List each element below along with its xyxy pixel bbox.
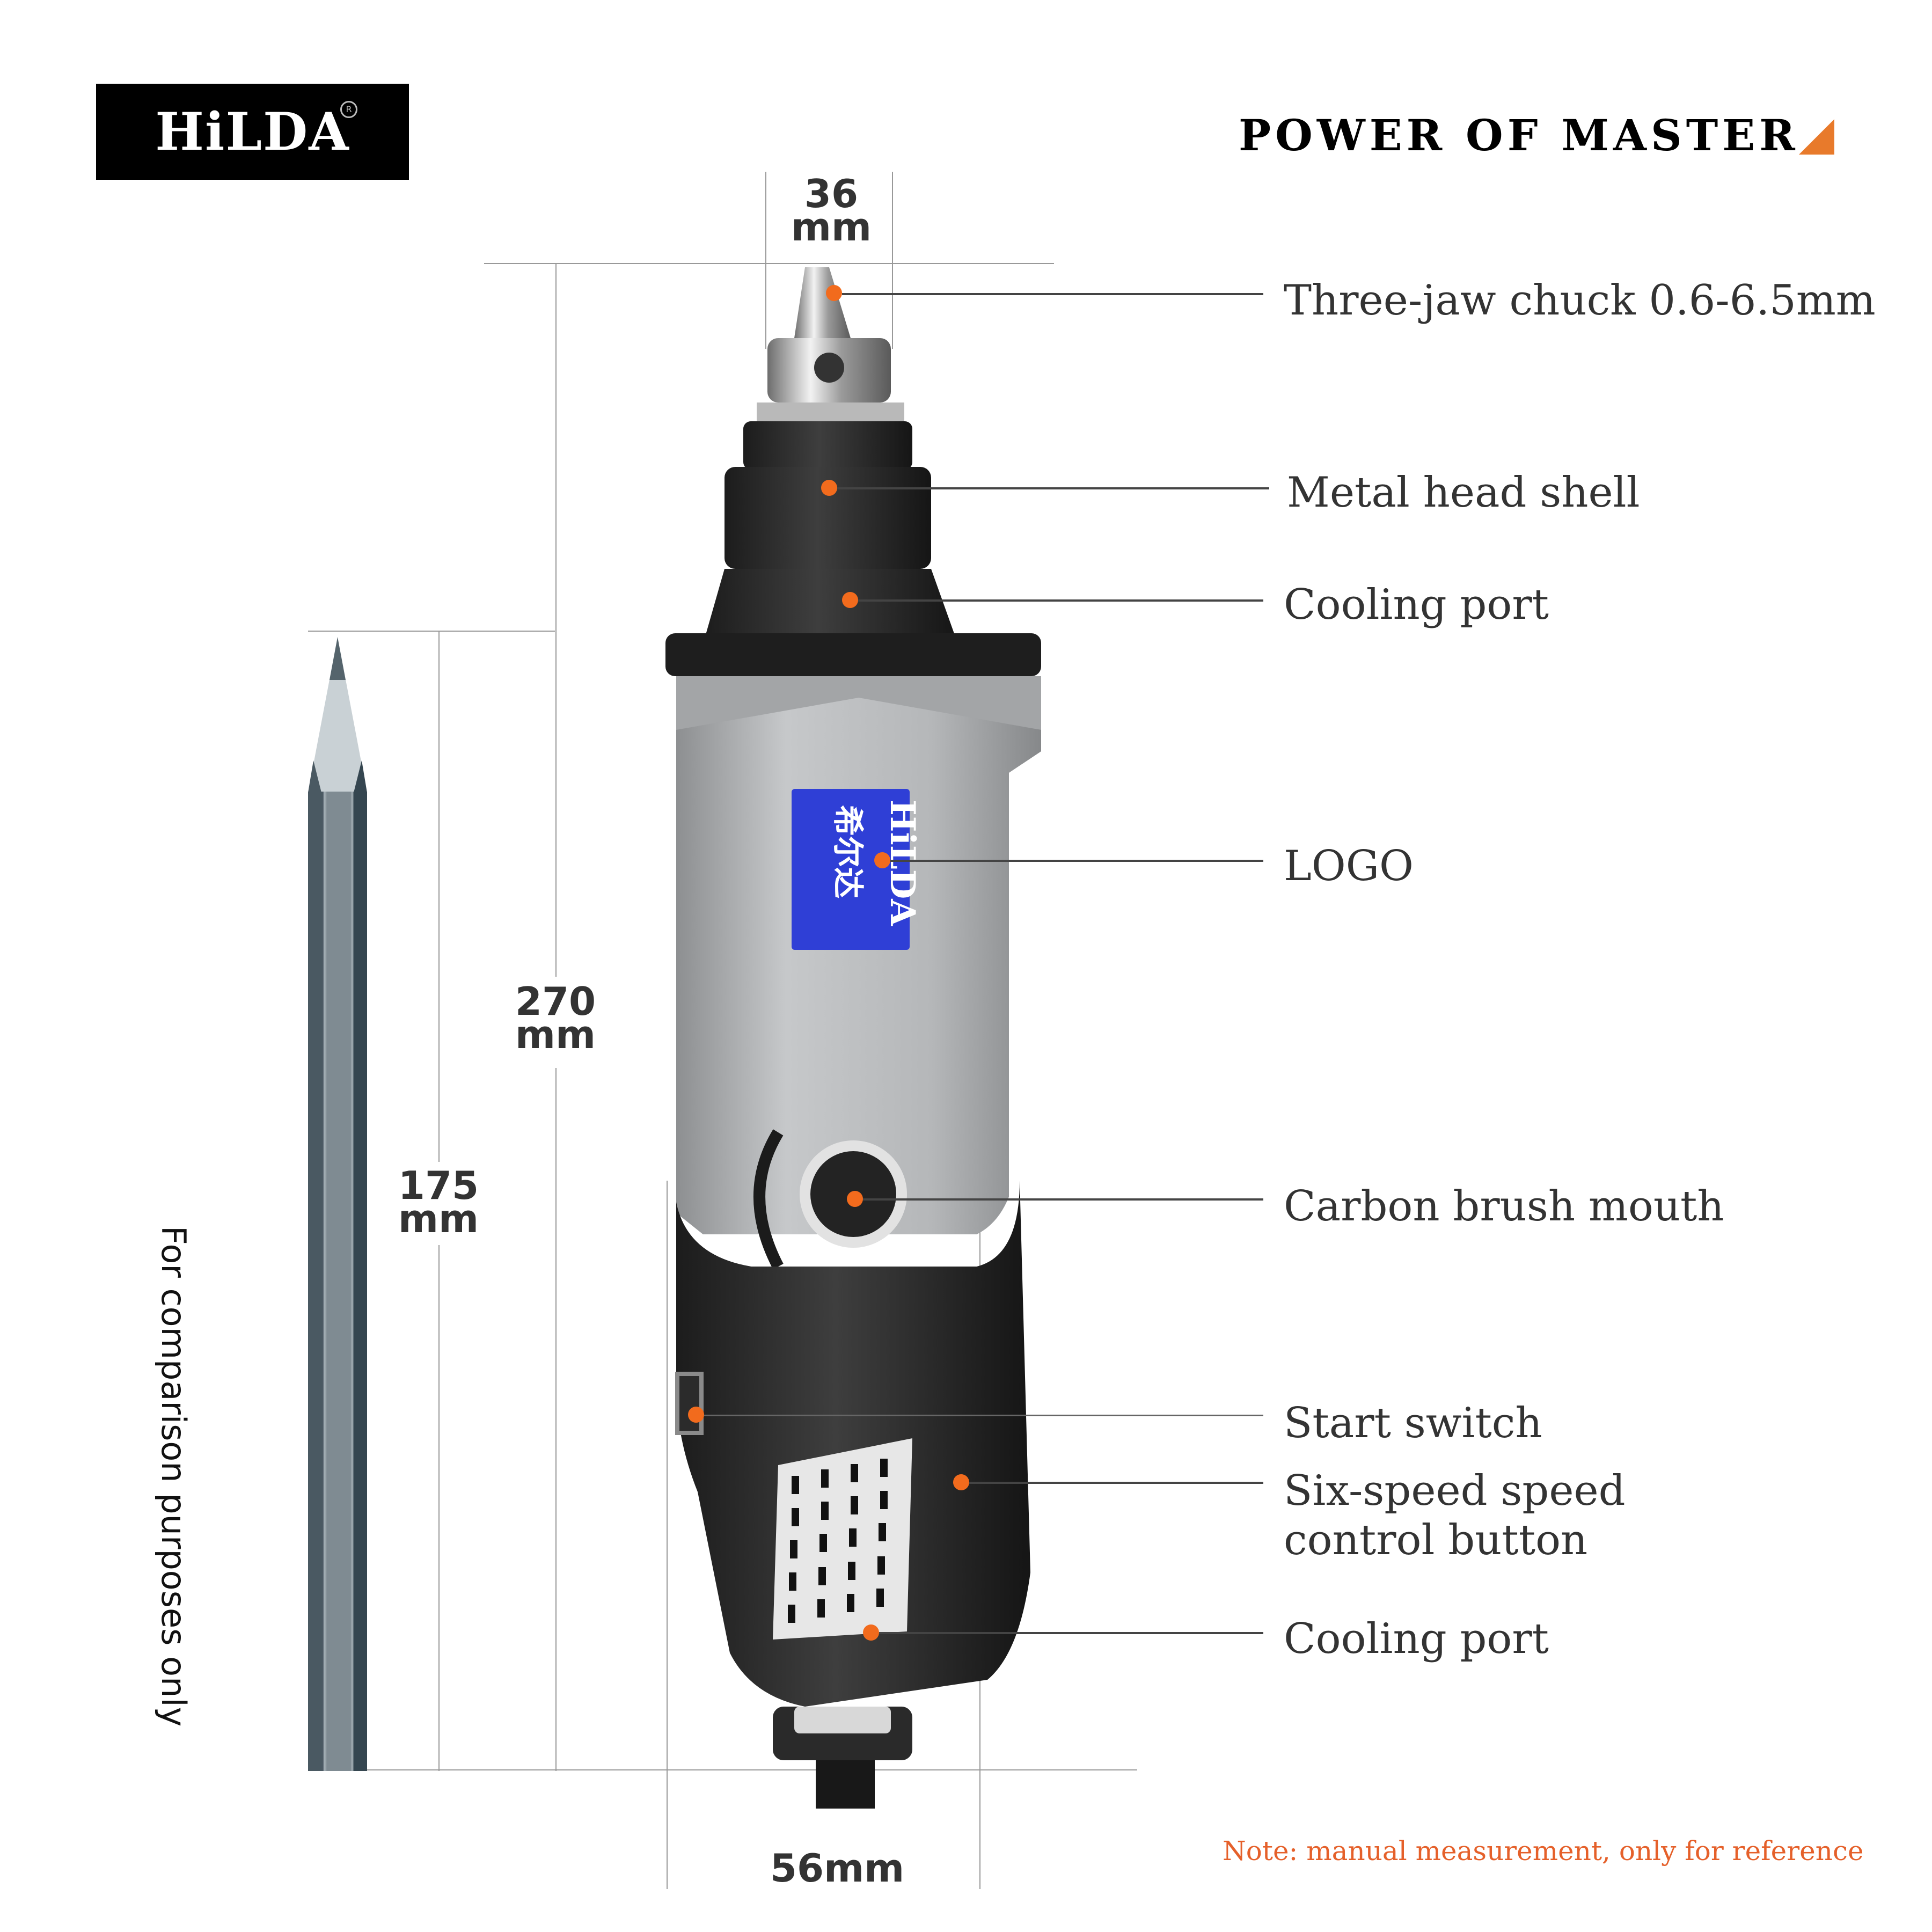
svg-text:希尔达: 希尔达 [830, 805, 866, 898]
callout-speed-control-line1: Six-speed speed [1284, 1467, 1626, 1515]
callout-dot-cooling-port-top [842, 592, 858, 608]
dim-pencil-value: 175 [398, 1163, 479, 1208]
dim-body-width: 56mm [770, 1846, 905, 1891]
dim-chuck-left [765, 172, 766, 349]
callout-dot-logo [874, 852, 890, 868]
comparison-note-text: For comparison purposes only [154, 1226, 193, 1727]
dim-chuck-unit: mm [791, 204, 872, 250]
callout-speed-control: Six-speed speed control button [1284, 1466, 1626, 1565]
comparison-note: For comparison purposes only [154, 1226, 225, 1762]
brand-logo-text: HiLDA [155, 101, 350, 162]
callout-dot-speed-control [953, 1474, 969, 1490]
dim-pencil-unit: mm [398, 1196, 479, 1241]
brand-logo: HiLDA R [96, 84, 409, 180]
pencil-body [308, 792, 367, 1771]
dim-total-line-upper [555, 263, 557, 977]
callout-logo: LOGO [1284, 842, 1414, 890]
leader-head-shell [837, 487, 1269, 489]
pencil-tip-icon [308, 637, 367, 793]
callout-dot-cooling-port-bottom [863, 1624, 879, 1641]
rotary-tool-illustration: HiLDA 希尔达 [665, 267, 1041, 1809]
dim-pencil-top-line [308, 631, 555, 632]
callout-dot-start-switch [688, 1407, 704, 1423]
callout-cooling-port-top: Cooling port [1284, 581, 1549, 629]
leader-start-switch [704, 1415, 1263, 1416]
dim-pencil-length: 175 mm [382, 1163, 495, 1241]
leader-cooling-port-top [858, 599, 1263, 602]
leader-speed-control [969, 1482, 1263, 1484]
registered-mark-icon: R [340, 101, 357, 118]
leader-cooling-port-bottom [879, 1632, 1263, 1634]
callout-dot-chuck [826, 285, 842, 301]
leader-logo [890, 860, 1263, 862]
leader-carbon-brush [863, 1198, 1263, 1201]
logo-badge [792, 789, 910, 950]
dim-total-unit: mm [515, 1012, 596, 1057]
dim-pencil-line-upper [438, 631, 440, 1162]
dim-total-line-lower [555, 1068, 557, 1771]
dim-chuck-width: 36 mm [775, 171, 888, 250]
dim-chuck-right [892, 172, 893, 349]
dim-pencil-line-lower [438, 1245, 440, 1771]
callout-dot-carbon-brush [847, 1191, 863, 1207]
dim-bottom-line [308, 1769, 1137, 1770]
dim-chuck-value: 36 [804, 171, 859, 216]
dim-total-length: 270 mm [499, 979, 612, 1057]
orange-triangle-icon [1799, 119, 1834, 155]
dim-top-line [484, 263, 1054, 264]
chuck-jaws [794, 267, 851, 338]
callout-start-switch: Start switch [1284, 1399, 1542, 1447]
measurement-note: Note: manual measurement, only for refer… [1223, 1835, 1864, 1867]
slogan: POWER OF MASTER [1239, 110, 1799, 160]
callout-dot-head-shell [821, 480, 837, 496]
callout-cooling-port-bottom: Cooling port [1284, 1615, 1549, 1663]
callout-head-shell: Metal head shell [1287, 469, 1640, 517]
callout-carbon-brush: Carbon brush mouth [1284, 1182, 1724, 1231]
dim-total-value: 270 [515, 979, 596, 1024]
dim-body-left [667, 1181, 668, 1889]
callout-speed-control-line2: control button [1284, 1516, 1588, 1564]
callout-chuck: Three-jaw chuck 0.6-6.5mm [1284, 276, 1876, 325]
leader-chuck [842, 293, 1263, 295]
